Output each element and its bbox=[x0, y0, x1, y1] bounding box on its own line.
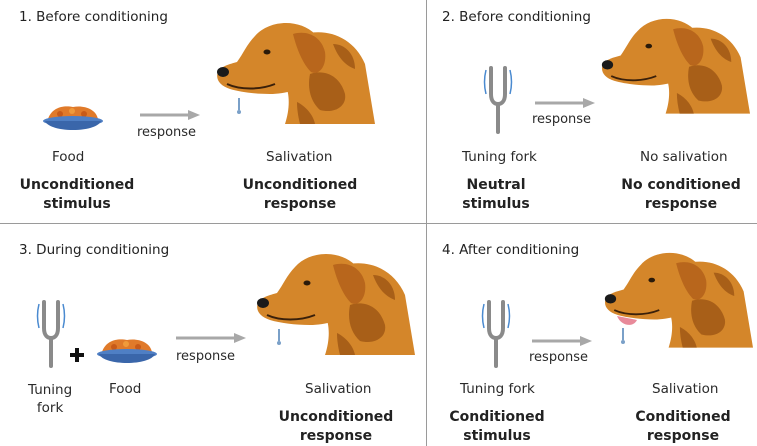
arrow-label: response bbox=[529, 350, 588, 365]
panel-title: 3. During conditioning bbox=[19, 242, 169, 258]
arrow-icon bbox=[176, 333, 246, 343]
stimulus-b-label: Food bbox=[109, 381, 141, 397]
tuning-fork-icon bbox=[481, 298, 511, 368]
dog-salivating-icon bbox=[215, 14, 375, 124]
arrow-icon bbox=[535, 98, 595, 108]
arrow-icon bbox=[532, 336, 592, 346]
response-label: Salivation bbox=[652, 381, 718, 397]
dog-salivating-icon bbox=[603, 244, 753, 348]
response-label: No salivation bbox=[640, 149, 728, 165]
panel-title: 2. Before conditioning bbox=[442, 9, 591, 25]
arrow-label: response bbox=[137, 125, 196, 140]
panel-title: 4. After conditioning bbox=[442, 242, 579, 258]
arrow-label: response bbox=[532, 112, 591, 127]
plus-icon bbox=[70, 348, 84, 362]
arrow-icon bbox=[140, 110, 200, 120]
horizontal-divider bbox=[0, 223, 757, 224]
stimulus-label: Food bbox=[52, 149, 84, 165]
response-label: Salivation bbox=[266, 149, 332, 165]
tuning-fork-icon bbox=[36, 298, 66, 368]
dog-icon bbox=[600, 10, 750, 114]
food-bowl-icon bbox=[96, 338, 158, 368]
stimulus-label: Tuning fork bbox=[460, 381, 535, 397]
stimulus-label: Tuning fork bbox=[462, 149, 537, 165]
dog-salivating-icon bbox=[255, 245, 415, 355]
panel-title: 1. Before conditioning bbox=[19, 9, 168, 25]
response-label: Salivation bbox=[305, 381, 371, 397]
arrow-label: response bbox=[176, 349, 235, 364]
food-bowl-icon bbox=[42, 105, 104, 135]
tuning-fork-icon bbox=[483, 64, 513, 134]
